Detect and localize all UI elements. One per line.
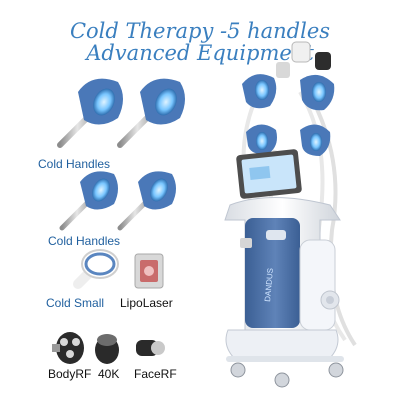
title-line-1: Cold Therapy -5 handles — [69, 19, 331, 43]
lipolaser-pad — [134, 253, 164, 289]
label-cold-handles-1: Cold Handles — [38, 157, 111, 171]
label-cold-handles-2: Cold Handles — [48, 234, 121, 248]
page-title: Cold Therapy -5 handles Advanced Equipme… — [0, 20, 400, 64]
machine-blue-panel — [245, 218, 300, 328]
cold-handle-3 — [59, 171, 118, 231]
cavitation-40k-head — [95, 334, 119, 364]
machine-screen — [236, 149, 302, 199]
cold-handle-2 — [117, 78, 185, 148]
cold-small-handle — [73, 249, 119, 289]
label-bodyrf: BodyRF — [48, 367, 92, 381]
cold-handle-1 — [57, 78, 123, 148]
label-facerf: FaceRF — [134, 367, 177, 381]
cryotherapy-machine: DANDUS — [224, 41, 357, 388]
bodyrf-head — [52, 332, 84, 364]
label-40k: 40K — [98, 367, 120, 381]
facerf-head — [136, 340, 165, 356]
label-lipolaser: LipoLaser — [120, 296, 173, 310]
machine-brand-text: DANDUS — [263, 268, 275, 302]
cold-handle-4 — [117, 171, 176, 231]
label-cold-small: Cold Small — [46, 296, 105, 310]
title-line-2: Advanced Equipment — [86, 41, 314, 65]
